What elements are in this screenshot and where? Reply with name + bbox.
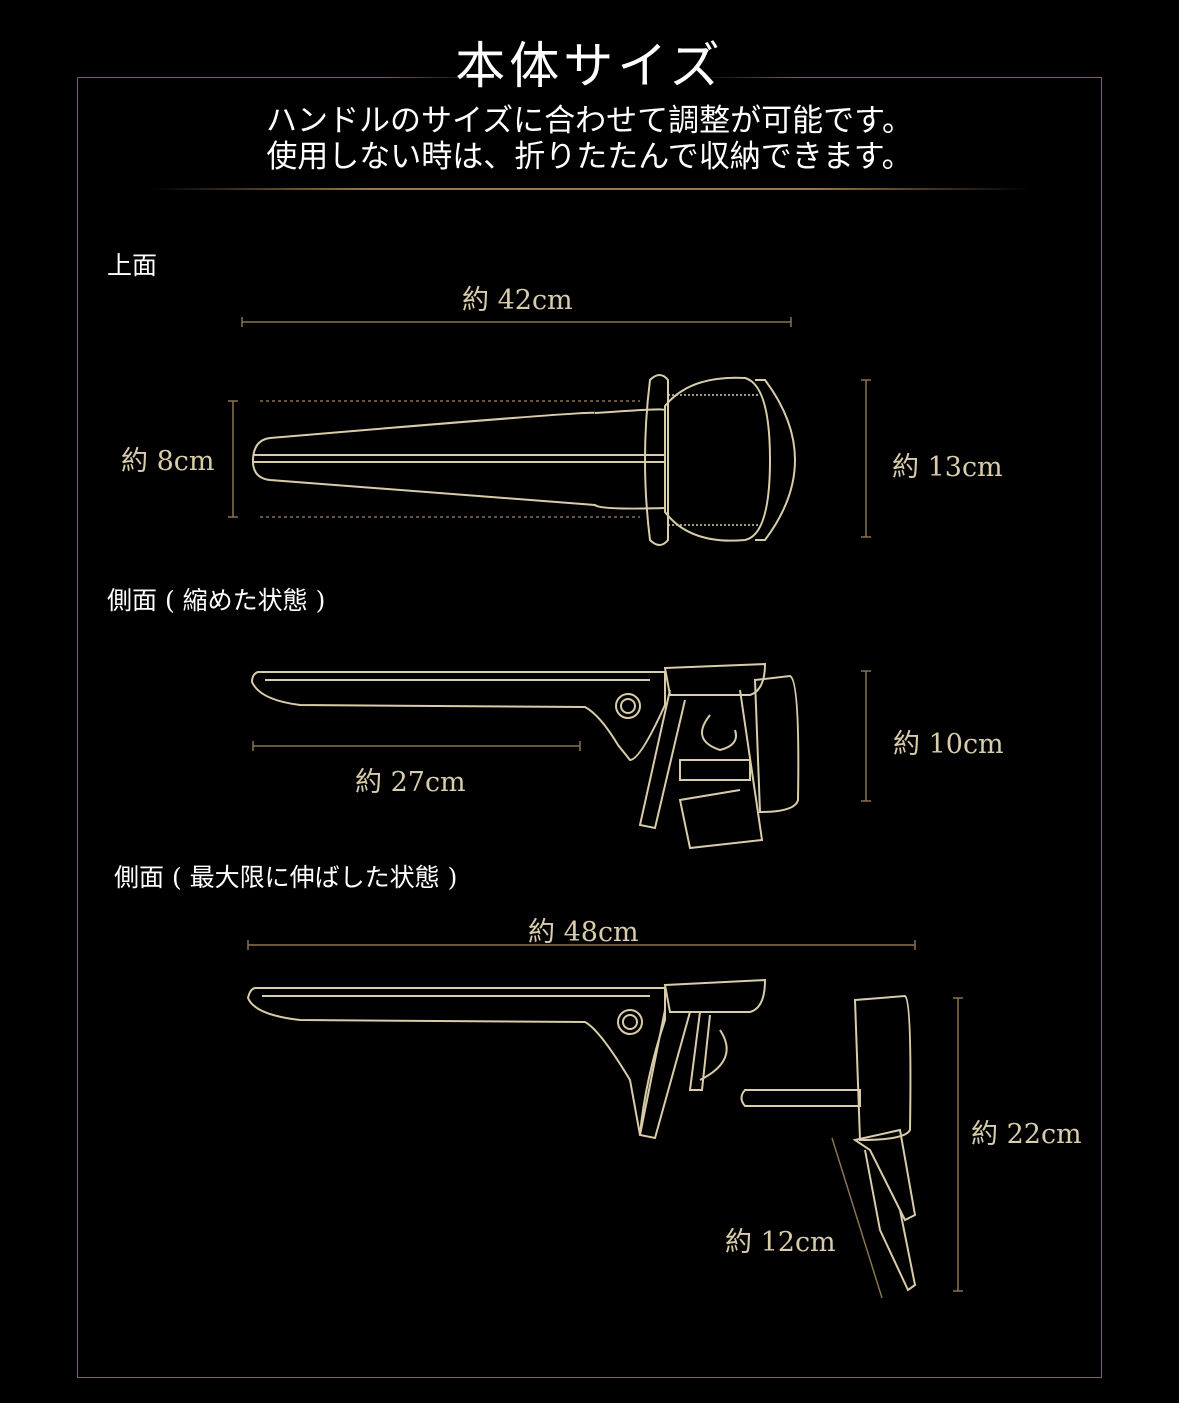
dim-extended-length: 約 48cm	[528, 917, 639, 948]
side-folded-drawing	[250, 662, 800, 850]
subtitle: ハンドルのサイズに合わせて調整が可能です。 使用しない時は、折りたたんで収納でき…	[0, 103, 1179, 175]
top-view-drawing	[251, 374, 797, 546]
section-label-side-extended: 側面 ( 最大限に伸ばした状態 )	[114, 863, 458, 892]
dim-top-height: 約 13cm	[892, 452, 1003, 483]
subtitle-line-1: ハンドルのサイズに合わせて調整が可能です。	[266, 103, 913, 139]
divider	[150, 188, 1030, 190]
section-label-top: 上面	[107, 251, 158, 280]
dim-folded-height: 約 10cm	[893, 729, 1004, 760]
dim-extended-height: 約 22cm	[971, 1119, 1082, 1150]
page-title: 本体サイズ	[455, 37, 724, 95]
dimension-lines	[228, 317, 963, 1299]
title-mask	[380, 60, 800, 100]
dim-top-length: 約 42cm	[462, 285, 573, 316]
dim-extended-leg: 約 12cm	[725, 1227, 836, 1258]
dim-top-width: 約 8cm	[121, 446, 215, 477]
side-extended-drawing	[246, 978, 917, 1292]
dim-folded-arm: 約 27cm	[355, 767, 466, 798]
subtitle-line-2: 使用しない時は、折りたたんで収納できます。	[266, 139, 913, 175]
section-label-side-folded: 側面 ( 縮めた状態 )	[107, 586, 326, 615]
